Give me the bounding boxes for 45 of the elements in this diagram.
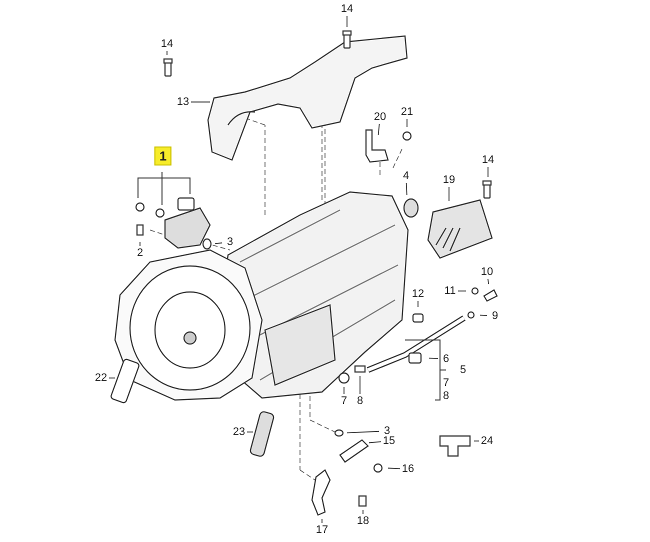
callout-number: 12 bbox=[410, 288, 426, 300]
leader-line bbox=[406, 118, 408, 128]
callout-number: 17 bbox=[314, 524, 330, 536]
callout-number: 7 bbox=[340, 395, 348, 407]
callout-number: 14 bbox=[160, 38, 174, 50]
leader-line bbox=[346, 430, 380, 434]
leader-line bbox=[448, 186, 450, 202]
leader-line bbox=[388, 468, 400, 470]
callout-number: 9 bbox=[490, 310, 500, 322]
leader-line bbox=[480, 314, 488, 316]
callout-number: 1 bbox=[154, 146, 172, 166]
leader-line bbox=[487, 278, 490, 284]
callout-number: 21 bbox=[400, 106, 414, 118]
callout-number: 18 bbox=[356, 515, 370, 527]
callout-number: 8 bbox=[442, 390, 450, 402]
callout-number: 22 bbox=[94, 372, 108, 384]
callout-number: 24 bbox=[480, 435, 494, 447]
callout-number: 5 bbox=[458, 364, 468, 376]
callout-number: 20 bbox=[372, 111, 388, 123]
leader-line bbox=[406, 182, 408, 196]
leader-line bbox=[214, 242, 222, 244]
callout-number: 16 bbox=[400, 463, 416, 475]
callout-number: 3 bbox=[226, 236, 234, 248]
callout-number: 14 bbox=[480, 154, 496, 166]
callout-number: 19 bbox=[442, 174, 456, 186]
leader-line bbox=[378, 124, 380, 136]
callout-number: 14 bbox=[340, 3, 354, 15]
leader-line bbox=[362, 510, 364, 514]
callout-number: 4 bbox=[402, 170, 410, 182]
callout-number: 13 bbox=[176, 96, 190, 108]
leader-line bbox=[346, 16, 348, 28]
leader-line bbox=[458, 290, 466, 292]
callout-number: 7 bbox=[442, 377, 450, 389]
callout-number: 11 bbox=[443, 285, 457, 297]
callout-number: 2 bbox=[136, 247, 144, 259]
leader-line bbox=[166, 50, 168, 56]
callout-number: 3 bbox=[382, 425, 392, 437]
leader-line bbox=[428, 358, 438, 360]
leader-line bbox=[474, 440, 480, 442]
callout-number: 15 bbox=[382, 435, 396, 447]
callout-number: 8 bbox=[356, 395, 364, 407]
leader-line bbox=[368, 441, 382, 444]
callout-number: 23 bbox=[232, 426, 246, 438]
callout-number: 6 bbox=[442, 353, 450, 365]
callout-number: 10 bbox=[480, 266, 494, 278]
